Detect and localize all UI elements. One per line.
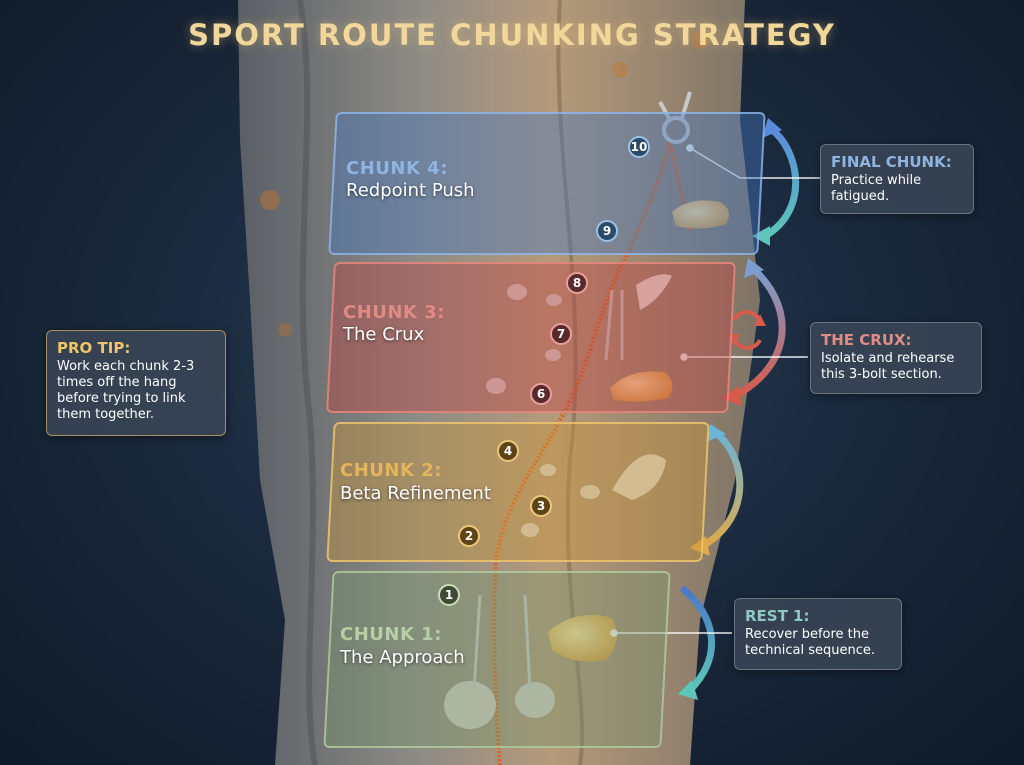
page-title: SPORT ROUTE CHUNKING STRATEGY	[188, 18, 836, 52]
bolt-8-marker: 8	[566, 272, 588, 294]
the-crux-heading: THE CRUX:	[821, 331, 912, 349]
chunk-4-title: CHUNK 4:	[346, 158, 448, 179]
chunk-4-subtitle: Redpoint Push	[346, 180, 475, 201]
chunk-3-subtitle: The Crux	[343, 324, 425, 345]
chunk-arrows	[678, 118, 800, 700]
pro-tip-line-2: times off the hang	[57, 375, 177, 390]
chunk-1-title: CHUNK 1:	[340, 624, 442, 645]
the-crux-line-2: this 3-bolt section.	[821, 367, 942, 382]
pro-tip-line-4: them together.	[57, 407, 155, 422]
rest-1-line-1: Recover before the	[745, 627, 870, 642]
rest-1-heading: REST 1:	[745, 607, 810, 625]
final-chunk-line-1: Practice while	[831, 173, 922, 188]
final-chunk-heading: FINAL CHUNK:	[831, 153, 952, 171]
bolt-4-marker: 4	[497, 440, 519, 462]
the-crux-callout: THE CRUX: Isolate and rehearse this 3-bo…	[810, 322, 982, 394]
bolt-9-marker: 9	[596, 220, 618, 242]
chunk-1-subtitle: The Approach	[340, 647, 465, 668]
chunk-2-subtitle: Beta Refinement	[340, 483, 491, 504]
rest-1-line-2: technical sequence.	[745, 643, 875, 658]
chunk-3-title: CHUNK 3:	[343, 302, 445, 323]
bolt-1-marker: 1	[438, 584, 460, 606]
bolt-2-marker: 2	[458, 525, 480, 547]
pro-tip-callout: PRO TIP: Work each chunk 2-3 times off t…	[46, 330, 226, 436]
anchor-ring-icon	[662, 116, 690, 144]
the-crux-line-1: Isolate and rehearse	[821, 351, 955, 366]
bolt-7-marker: 7	[550, 323, 572, 345]
bolt-6-marker: 6	[530, 383, 552, 405]
rest-1-callout: REST 1: Recover before the technical seq…	[734, 598, 902, 670]
pro-tip-heading: PRO TIP:	[57, 339, 131, 357]
final-chunk-line-2: fatigued.	[831, 189, 890, 204]
bolt-10-marker: 10	[628, 136, 650, 158]
quickdraws	[472, 289, 624, 691]
leader-lines	[610, 144, 820, 637]
pro-tip-line-1: Work each chunk 2-3	[57, 359, 195, 374]
pro-tip-line-3: before trying to link	[57, 391, 186, 406]
repeat-cycle-icon	[728, 310, 766, 350]
chunk-2-title: CHUNK 2:	[340, 460, 442, 481]
climbing-holds	[444, 200, 729, 729]
final-chunk-callout: FINAL CHUNK: Practice while fatigued.	[820, 144, 974, 214]
bolt-3-marker: 3	[530, 495, 552, 517]
